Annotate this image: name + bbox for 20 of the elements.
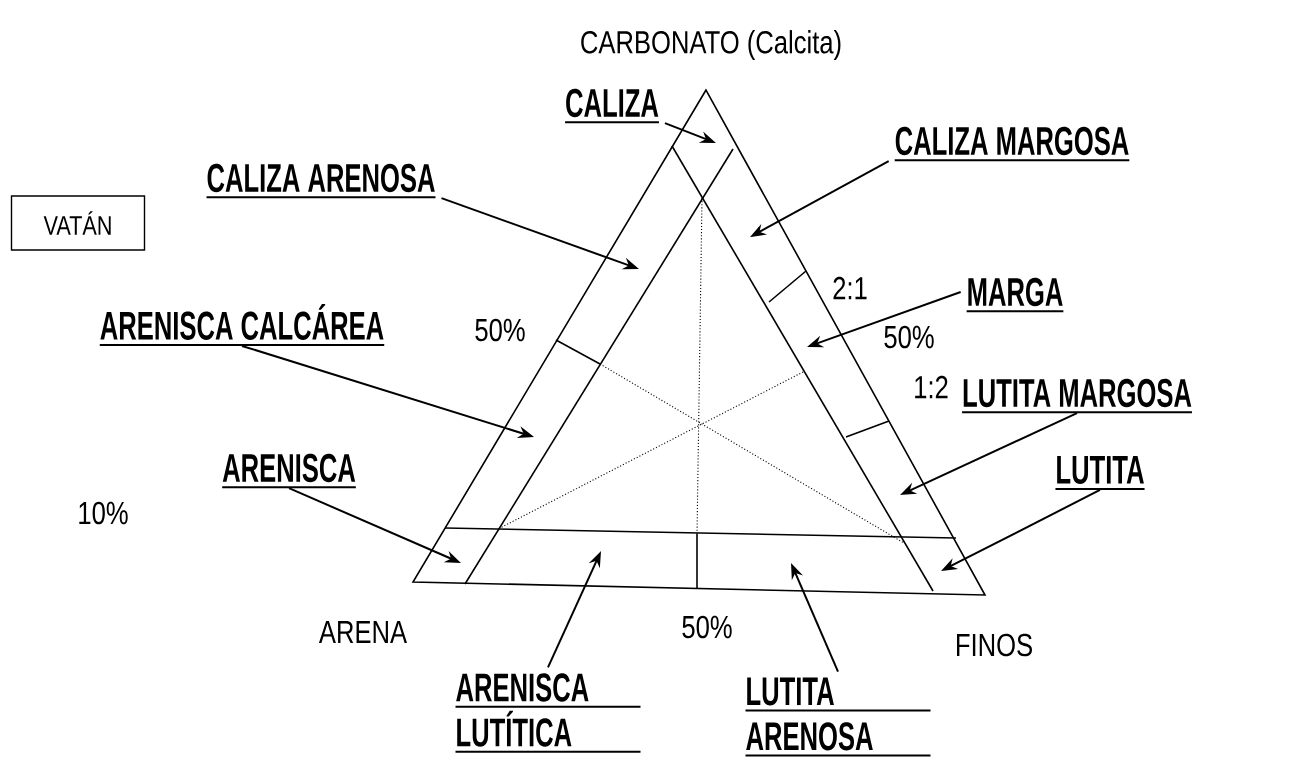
percent-label: 10%: [79, 501, 128, 525]
vertex-label: FINOS: [957, 633, 1032, 657]
rock-type-label: ARENISCA: [221, 453, 357, 489]
ratio-label: 1:2: [915, 375, 948, 399]
rock-type-label: CALIZA ARENOSA: [205, 163, 437, 199]
rock-type-label: ARENISCA CALCÁREA: [98, 304, 386, 346]
rock-type-label: CALIZA: [564, 88, 660, 124]
percent-label: 50%: [682, 615, 732, 639]
rock-type-label: LUTITA: [1054, 456, 1146, 490]
author-box: VATÁN: [10, 195, 146, 251]
percent-label: 50%: [475, 318, 525, 342]
percent-label: 50%: [884, 325, 934, 349]
rock-type-label: ARENISCA LUTÍTICA: [454, 673, 642, 753]
ratio-label: 2:1: [833, 276, 867, 300]
rock-type-label: CALIZA MARGOSA: [893, 126, 1131, 162]
vertex-label: ARENA: [318, 621, 408, 643]
rock-type-label: LUTITA ARENOSA: [744, 677, 932, 757]
rock-type-label: MARGA: [965, 277, 1065, 313]
vertex-label: CARBONATO (Calcita): [581, 30, 841, 60]
rock-type-label: LUTITA MARGOSA: [961, 378, 1193, 414]
